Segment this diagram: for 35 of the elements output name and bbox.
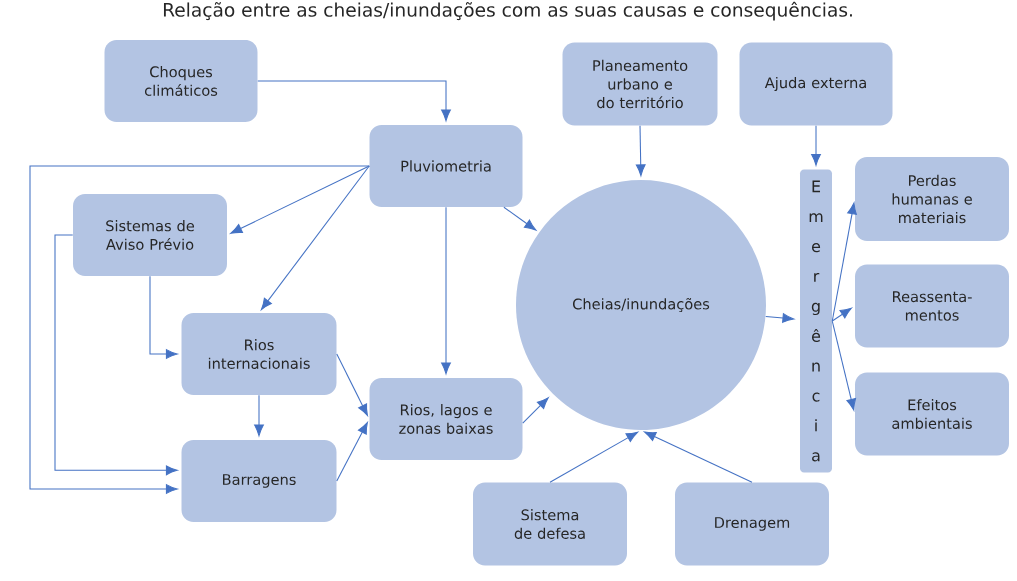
arrow xyxy=(54,234,178,476)
arrow xyxy=(29,165,370,494)
process-box: Ajuda externa xyxy=(739,42,893,126)
process-box: Reassenta- mentos xyxy=(855,264,1009,348)
process-box: Rios, lagos e zonas baixas xyxy=(369,378,523,460)
arrow xyxy=(503,206,537,231)
process-box: Planeamento urbano e do território xyxy=(562,42,718,126)
arrow xyxy=(522,397,549,424)
process-box: Sistema de defesa xyxy=(473,482,627,566)
arrow xyxy=(254,394,264,437)
process-box: Barragens xyxy=(181,440,337,522)
arrow xyxy=(644,431,753,483)
arrow xyxy=(230,165,370,234)
process-box: Drenagem xyxy=(675,482,829,566)
vertical-bar: Emergência xyxy=(800,169,832,473)
process-box: Rios internacionais xyxy=(181,313,337,395)
arrow xyxy=(635,125,646,177)
process-box: Sistemas de Aviso Prévio xyxy=(73,194,227,276)
process-box: Pluviometria xyxy=(369,125,523,207)
arrow xyxy=(831,320,857,411)
arrow xyxy=(811,125,821,166)
arrow xyxy=(831,202,857,322)
arrow xyxy=(441,206,451,375)
arrow xyxy=(831,307,852,322)
process-box: Efeitos ambientais xyxy=(855,372,1009,456)
arrow xyxy=(257,80,451,122)
title-text: Relação entre as cheias/inundações com as suas causas e consequências. xyxy=(163,1,852,21)
process-box: Choques climáticos xyxy=(104,40,258,122)
arrow xyxy=(765,313,795,323)
arrow xyxy=(336,422,368,482)
arrow xyxy=(336,353,368,416)
arrow xyxy=(149,275,178,359)
process-box: Perdas humanas e materiais xyxy=(855,157,1009,241)
arrow xyxy=(549,431,638,483)
arrow xyxy=(260,165,370,310)
